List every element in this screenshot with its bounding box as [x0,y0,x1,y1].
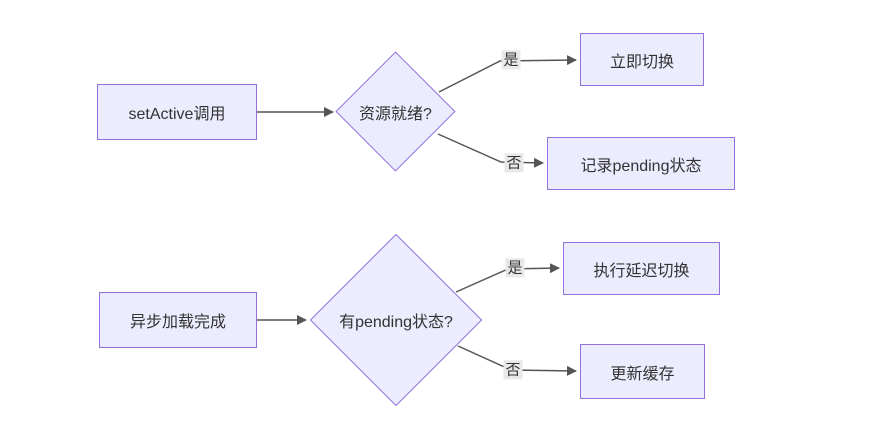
edge-label-yes-1: 是 [501,50,521,70]
node-label: 记录pending状态 [580,157,702,175]
node-execute-delayed-switch: 执行延迟切换 [563,242,720,295]
node-switch-immediately: 立即切换 [580,33,704,86]
node-label: 立即切换 [609,53,674,71]
node-update-cache: 更新缓存 [580,344,705,399]
edge-label-yes-2: 是 [505,258,525,278]
node-setactive-call: setActive调用 [97,84,257,140]
node-label: setActive调用 [128,106,226,123]
node-async-load-complete: 异步加载完成 [99,292,257,348]
node-label: 更新缓存 [610,365,675,383]
decision-resource-ready: 资源就绪? [335,51,456,172]
decision-has-pending: 有pending状态? [309,233,483,407]
decision-label: 有pending状态? [339,314,453,331]
edge-label-no-1: 否 [504,153,524,173]
node-record-pending: 记录pending状态 [547,137,735,190]
edge-label-no-2: 否 [503,360,523,380]
node-label: 执行延迟切换 [593,262,690,280]
node-label: 异步加载完成 [129,314,226,331]
decision-label: 资源就绪? [359,105,432,123]
edge-ready-no [437,133,544,168]
